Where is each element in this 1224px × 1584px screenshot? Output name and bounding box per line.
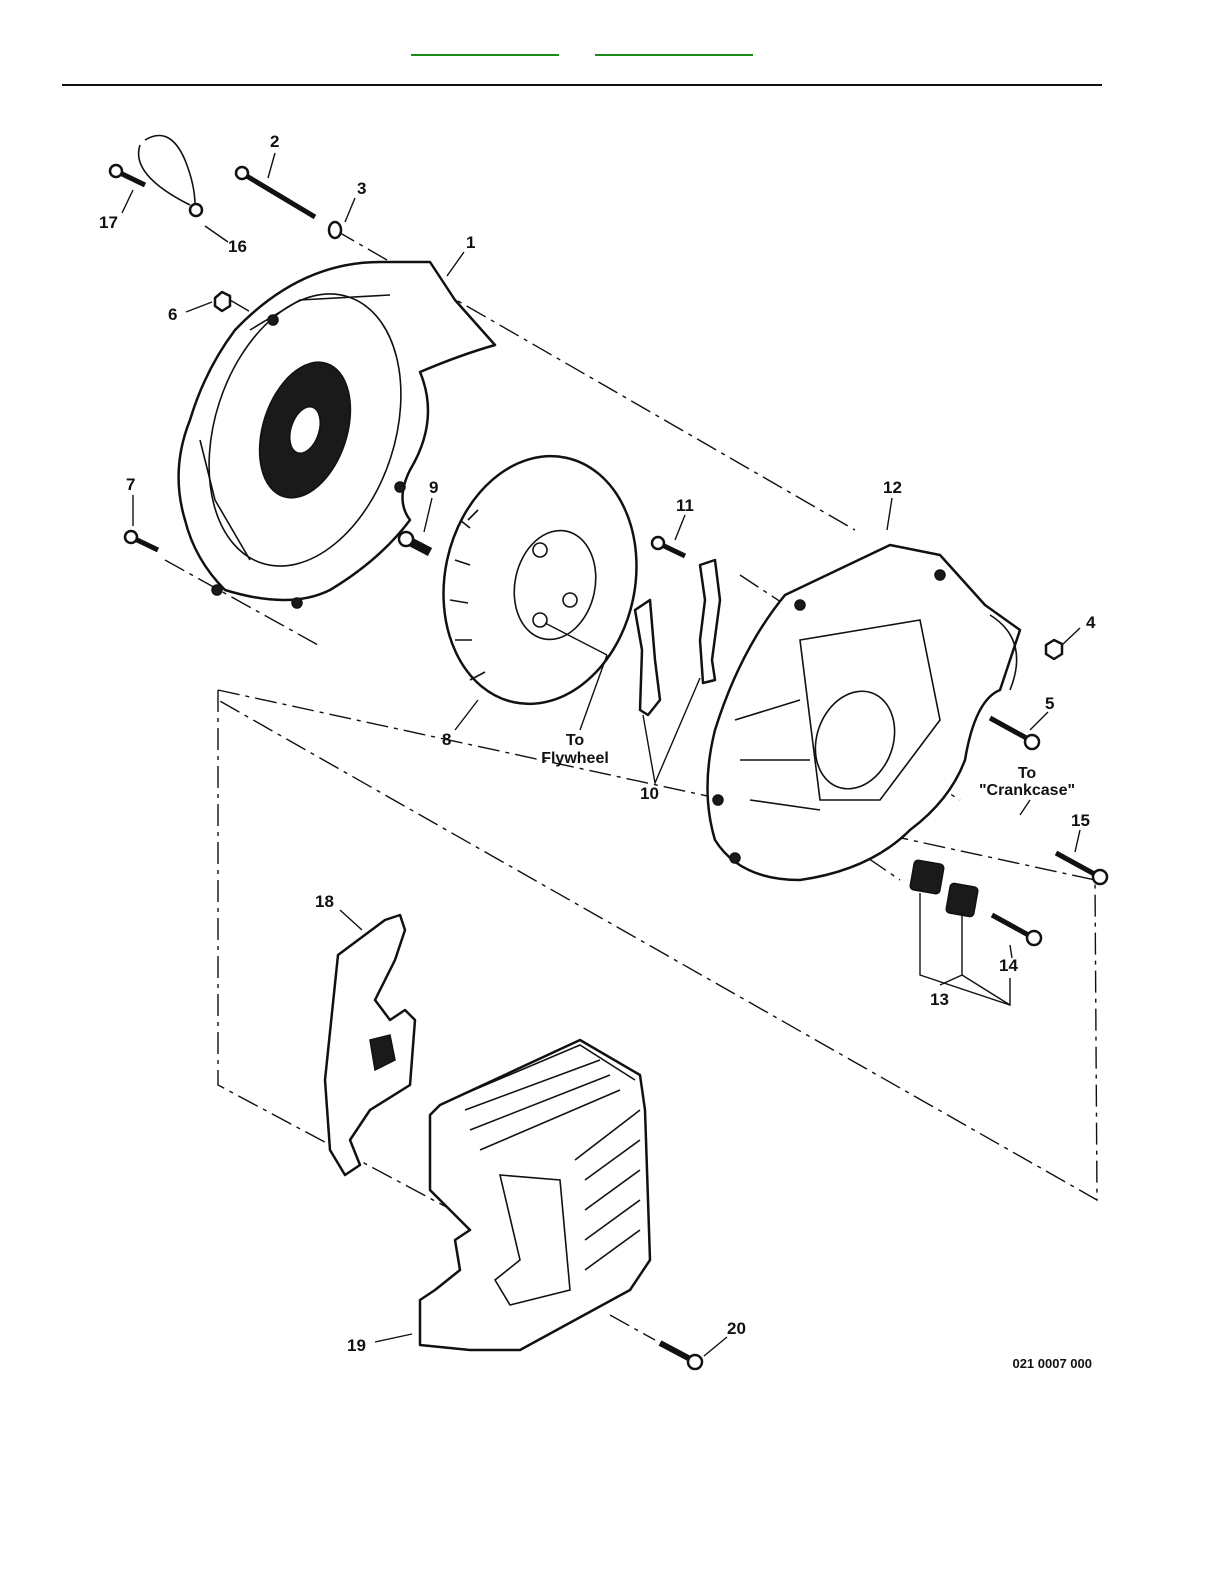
to-crankcase-line2: "Crankcase" <box>979 782 1075 799</box>
screw-part-7 <box>125 531 158 550</box>
callout-20: 20 <box>727 1319 746 1338</box>
screw-part-5 <box>990 718 1039 749</box>
screw-part-15 <box>1056 853 1107 884</box>
callout-13: 13 <box>930 990 949 1009</box>
screw-part-17 <box>110 165 145 185</box>
callout-15: 15 <box>1071 811 1090 830</box>
callout-7: 7 <box>126 475 135 494</box>
to-crankcase-line1: To <box>1018 765 1037 782</box>
callout-19: 19 <box>347 1336 366 1355</box>
to-flywheel-line1: To <box>566 732 585 749</box>
callout-1: 1 <box>466 233 475 252</box>
ground-lead-part-16 <box>139 136 202 217</box>
callout-6: 6 <box>168 305 177 324</box>
callout-17: 17 <box>99 213 118 232</box>
fan-wheel-part-8 <box>421 438 659 722</box>
callout-12: 12 <box>883 478 902 497</box>
brackets-part-10 <box>635 560 720 715</box>
screw-part-14 <box>992 915 1041 945</box>
washer-part-3 <box>329 222 341 238</box>
callout-8: 8 <box>442 730 451 749</box>
drawing-code: 021 0007 000 <box>1012 1356 1092 1371</box>
callout-11: 11 <box>676 496 694 515</box>
callout-4: 4 <box>1086 613 1096 632</box>
heat-shield-part-18 <box>325 915 415 1175</box>
callout-10: 10 <box>640 784 659 803</box>
callout-5: 5 <box>1045 694 1054 713</box>
callout-14: 14 <box>999 956 1018 975</box>
fan-housing-part-12 <box>708 545 1021 880</box>
screw-part-9 <box>399 532 430 552</box>
screw-part-2 <box>236 167 315 217</box>
screw-part-20 <box>660 1343 702 1369</box>
nut-part-4 <box>1046 640 1062 659</box>
callout-3: 3 <box>357 179 366 198</box>
callout-16: 16 <box>228 237 247 256</box>
callout-9: 9 <box>429 478 438 497</box>
cover-part-19 <box>420 1040 650 1350</box>
screw-part-11 <box>652 537 685 556</box>
to-flywheel-line2: Flywheel <box>541 750 609 767</box>
nut-part-6 <box>215 292 230 311</box>
callout-18: 18 <box>315 892 334 911</box>
callout-2: 2 <box>270 132 279 151</box>
